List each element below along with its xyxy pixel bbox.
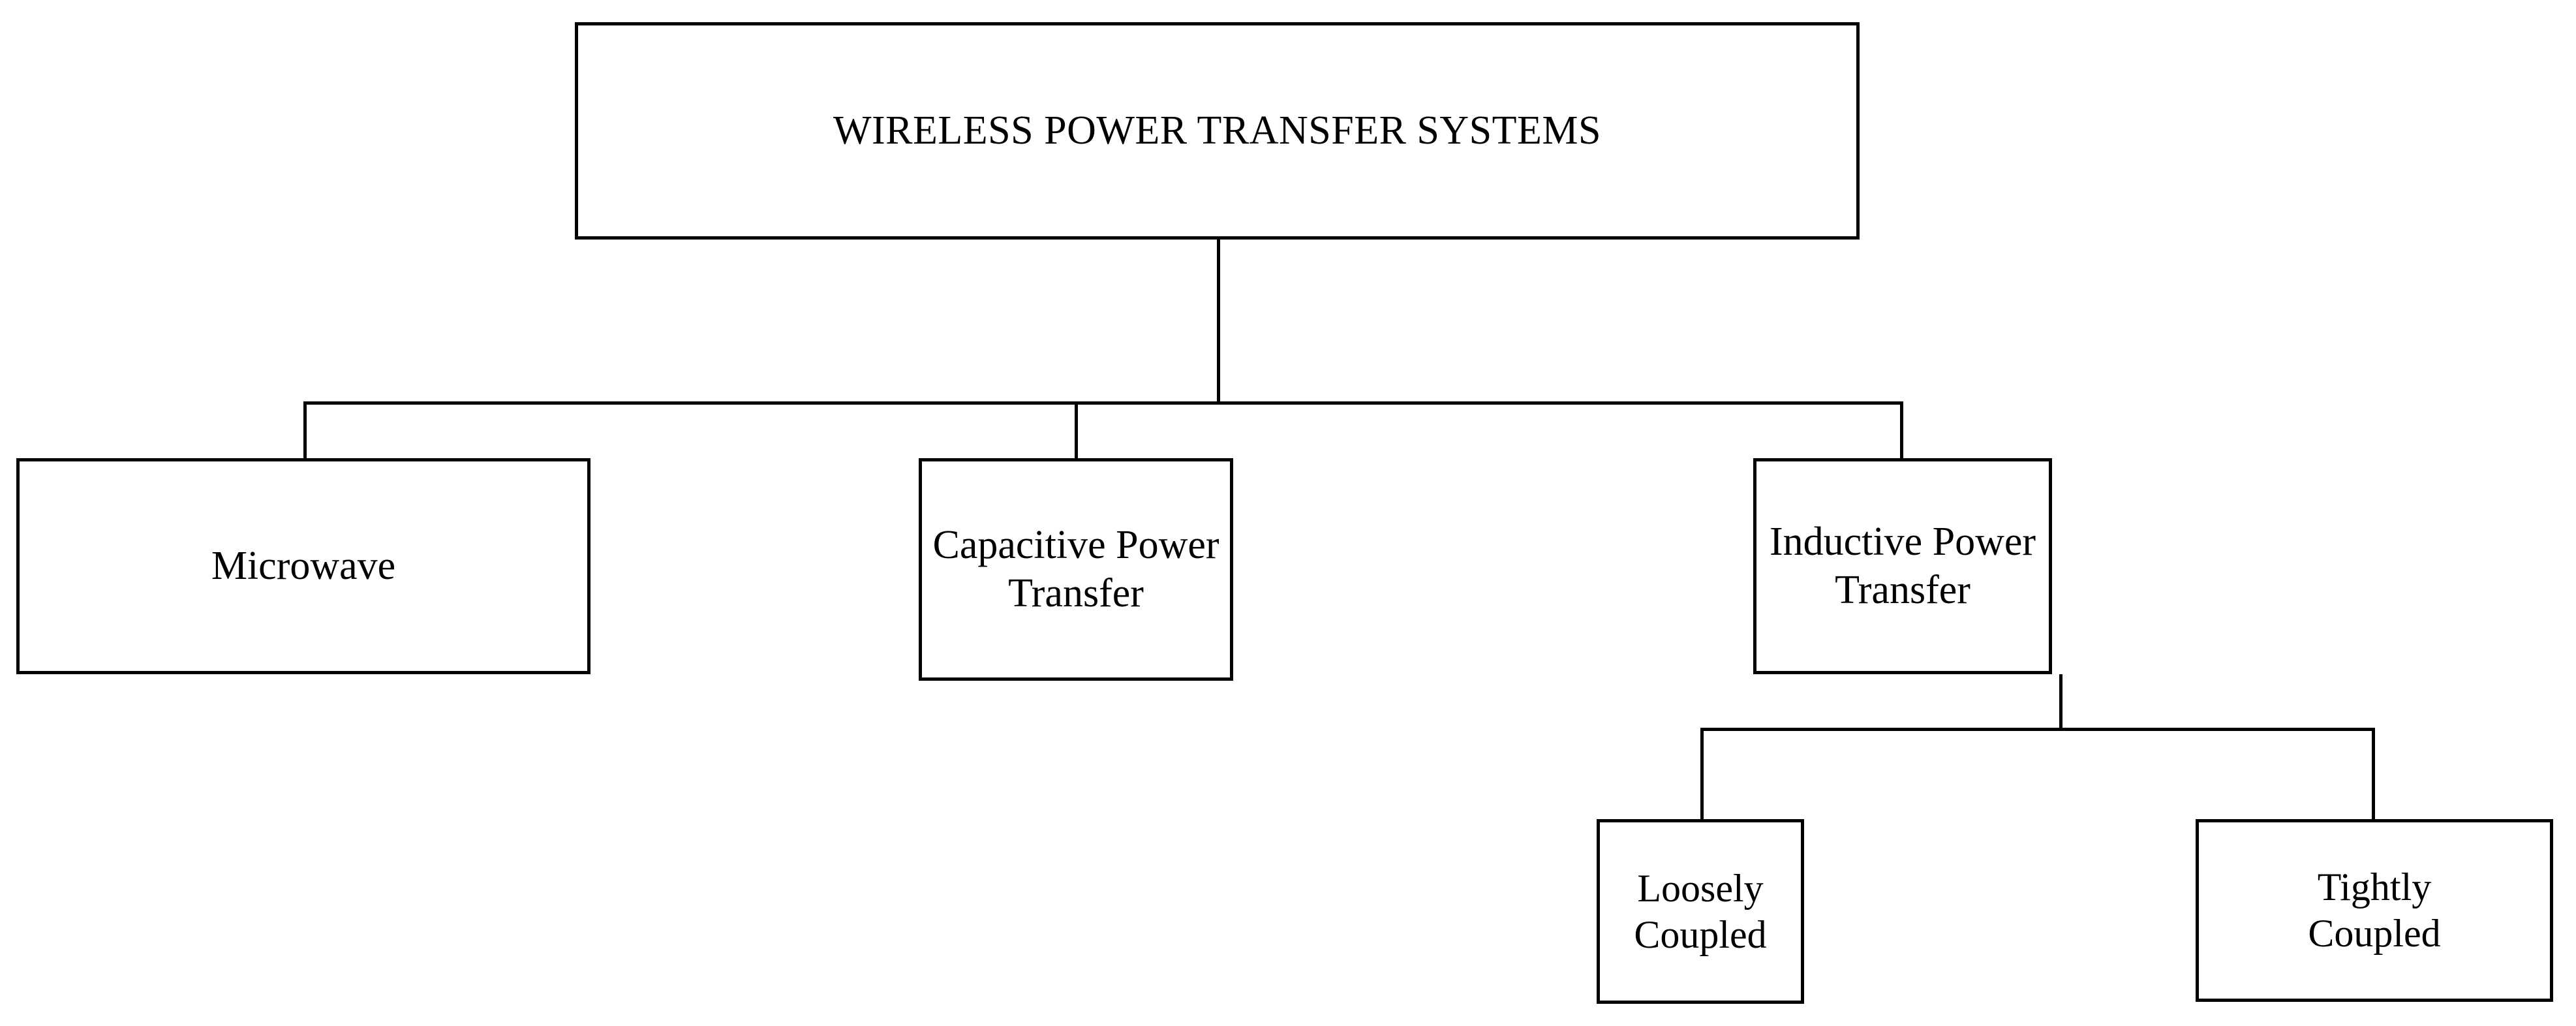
node-wireless-power-transfer-systems: WIRELESS POWER TRANSFER SYSTEMS [575, 22, 1860, 240]
connector-inductive-stem [2059, 674, 2062, 730]
node-capacitive-power-transfer: Capacitive Power Transfer [919, 458, 1233, 681]
node-loosely-label: Loosely Coupled [1634, 866, 1767, 956]
node-tightly-label: Tightly Coupled [2308, 865, 2441, 955]
connector-inductive-to-tightly [2372, 728, 2375, 820]
node-inductive-power-transfer: Inductive Power Transfer [1753, 458, 2052, 674]
connector-level3-bus [1700, 728, 2375, 731]
node-microwave-label: Microwave [211, 543, 396, 588]
node-microwave: Microwave [16, 458, 590, 674]
connector-root-stem [1217, 240, 1220, 405]
connector-root-to-inductive [1900, 401, 1903, 459]
connector-root-to-microwave [303, 401, 307, 459]
node-capacitive-label: Capacitive Power Transfer [932, 523, 1219, 615]
node-loosely-coupled: Loosely Coupled [1597, 819, 1804, 1004]
node-root-label: WIRELESS POWER TRANSFER SYSTEMS [833, 108, 1602, 153]
connector-level2-bus [303, 401, 1903, 405]
node-inductive-label: Inductive Power Transfer [1769, 520, 2036, 612]
node-tightly-coupled: Tightly Coupled [2196, 819, 2553, 1002]
connector-inductive-to-loosely [1700, 728, 1704, 820]
connector-root-to-capacitive [1075, 401, 1078, 459]
